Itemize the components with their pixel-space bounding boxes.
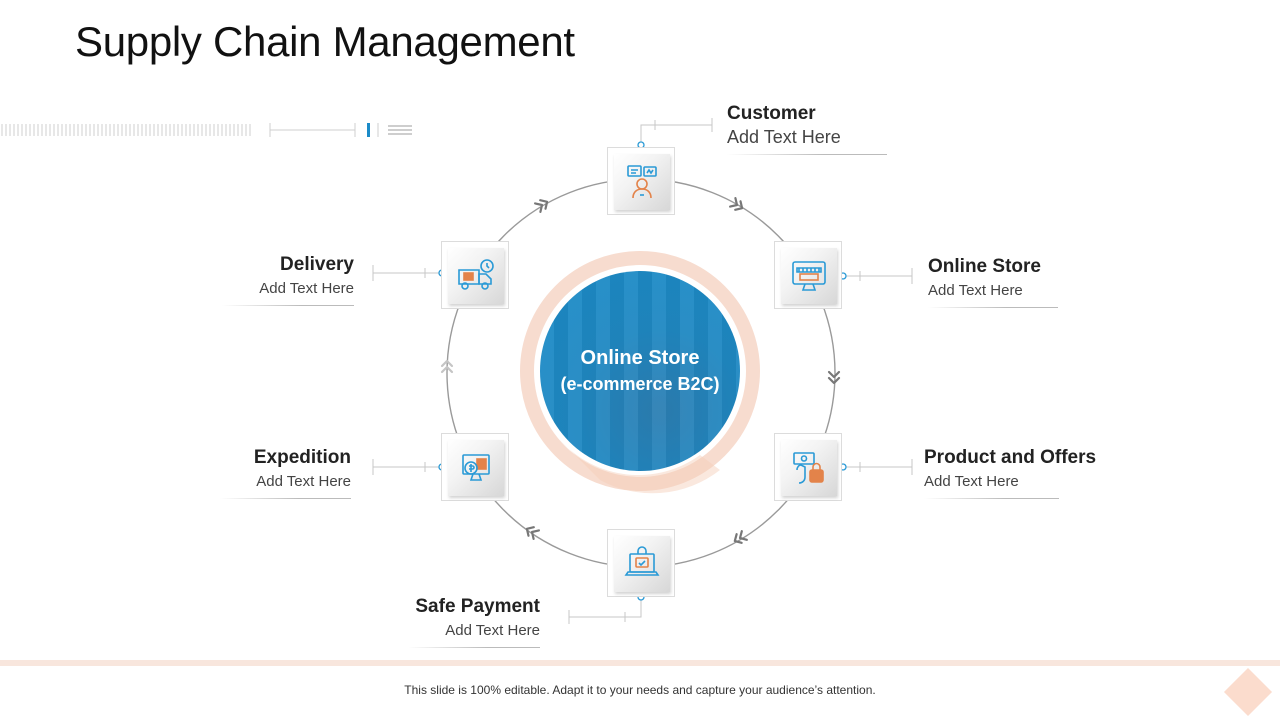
customer-shopping-icon (627, 165, 657, 199)
label-product-offers-text: Add Text Here (924, 473, 1019, 490)
label-delivery-title: Delivery (280, 254, 354, 275)
label-customer-title: Customer (727, 103, 816, 124)
label-online-store-title: Online Store (928, 256, 1041, 277)
arrow-products-to-payment (733, 530, 748, 544)
label-customer-text: Add Text Here (727, 127, 841, 147)
label-online-store-rule (928, 307, 1058, 308)
center-subtitle: (e-commerce B2C) (560, 374, 720, 394)
label-product-offers-rule (924, 498, 1059, 499)
label-delivery-rule (222, 305, 354, 306)
node-product-offers[interactable] (774, 433, 842, 501)
label-product-offers-title: Product and Offers (924, 447, 1097, 468)
label-expedition-text: Add Text Here (256, 473, 351, 490)
label-safe-payment-title: Safe Payment (415, 596, 540, 617)
label-online-store-text: Add Text Here (928, 282, 1023, 299)
decorative-header-rule (1, 123, 412, 137)
footer-note: This slide is 100% editable. Adapt it to… (404, 683, 876, 697)
label-delivery-text: Add Text Here (259, 280, 354, 297)
label-delivery: Delivery Add Text Here (222, 254, 354, 306)
expedition-monitor-dollar-icon (462, 454, 490, 481)
cycle-arrows (440, 197, 841, 544)
center-title: Online Store (580, 347, 700, 369)
node-customer[interactable] (607, 147, 675, 215)
label-customer-rule (727, 154, 887, 155)
label-customer: Customer Add Text Here (727, 103, 887, 155)
label-safe-payment-text: Add Text Here (445, 622, 540, 639)
arrow-customer-to-store (729, 197, 744, 211)
delivery-truck-clock-icon (458, 259, 494, 290)
label-product-offers: Product and Offers Add Text Here (924, 447, 1099, 499)
arrow-expedition-to-delivery (440, 359, 454, 374)
center-hub: Online Store (e-commerce B2C) (540, 271, 740, 471)
product-offer-card-lock-icon (793, 452, 824, 484)
node-delivery[interactable] (441, 241, 509, 309)
connector-customer (640, 124, 712, 145)
label-expedition: Expedition Add Text Here (220, 447, 351, 499)
arrow-delivery-to-customer (534, 199, 549, 213)
online-store-monitor-icon (792, 261, 826, 291)
node-online-store[interactable] (774, 241, 842, 309)
secure-laptop-payment-icon (624, 546, 660, 576)
label-expedition-rule (220, 498, 351, 499)
connector-payment (569, 597, 642, 618)
center-halo-shadow (560, 440, 720, 494)
arrow-store-to-products (827, 370, 841, 385)
label-online-store: Online Store Add Text Here (928, 256, 1058, 308)
label-safe-payment-rule (408, 647, 540, 648)
node-expedition[interactable] (441, 433, 509, 501)
label-expedition-title: Expedition (253, 447, 351, 468)
slide-title: Supply Chain Management (75, 18, 575, 65)
center-halo-ring (520, 251, 760, 491)
label-safe-payment: Safe Payment Add Text Here (408, 596, 540, 648)
node-safe-payment[interactable] (607, 529, 675, 597)
footer-band (0, 660, 1280, 666)
arrow-payment-to-expedition (525, 526, 540, 540)
